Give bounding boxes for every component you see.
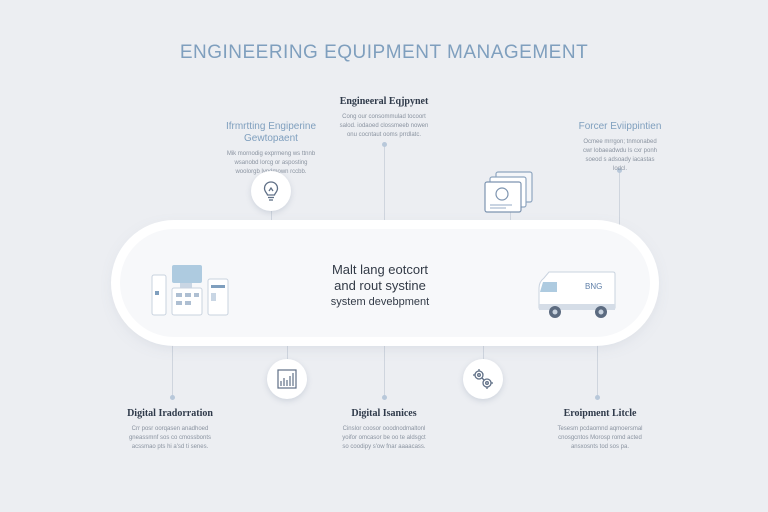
connector-line — [510, 212, 511, 229]
connector-dot — [617, 168, 622, 173]
connector-line — [384, 145, 385, 229]
block-text-line: Cinslor coosor ooodnodmaltonl — [342, 426, 426, 432]
block-heading: Eroipment Litcle — [563, 408, 637, 419]
block-heading: Ifrmrtting Engiperine Gewtopaent — [206, 121, 336, 145]
block-heading: Digital Isanices — [351, 408, 417, 419]
connector-dot — [382, 142, 387, 147]
block-text-line: cwr lobaeadwdu ls cxr ponh — [582, 148, 658, 154]
central-text-line: system devebpment — [330, 296, 430, 308]
connector-line — [483, 337, 484, 359]
block-text-line: Tesesm pcdaomnd aqmoersmal — [557, 426, 643, 432]
block-text-line: Ocmee mrrgon; tnmonabed — [583, 139, 657, 145]
block-heading-line: Ifrmrtting Engiperine — [225, 121, 317, 132]
block-text-line: ansxosnts tod sos pa. — [570, 444, 630, 450]
connector-dot — [595, 395, 600, 400]
bar-chart-icon — [267, 359, 307, 399]
central-text-line: Malt lang eotcort — [331, 262, 429, 277]
documents-icon — [482, 170, 538, 221]
connector-dot — [170, 395, 175, 400]
central-description: Malt lang eotcort and rout systine syste… — [280, 262, 480, 310]
connector-line — [287, 337, 288, 359]
truck-icon: BNG — [535, 270, 617, 327]
factory-machine-icon — [150, 263, 230, 322]
block-text-line: Cong our consommulad tocoort — [342, 114, 426, 120]
lightbulb-icon — [251, 171, 291, 211]
diagram-title: ENGINEERING EQUIPMENT MANAGEMENT — [179, 42, 589, 63]
truck-label: BNG — [585, 282, 602, 291]
block-heading: Digital Iradorration — [127, 408, 213, 419]
block-heading-line: Gewtopaent — [244, 133, 298, 144]
top-block-left: Ifrmrtting Engiperine Gewtopaent Mik mor… — [206, 121, 336, 177]
top-block-right: Forcer Eviippintien Ocmee mrrgon; tnmona… — [560, 121, 680, 174]
block-text-line: onu cocntaut ooms prrdlatc. — [346, 132, 422, 138]
bottom-block-right: Eroipment Litcle Tesesm pcdaomnd aqmoers… — [530, 408, 670, 452]
connector-line — [384, 337, 385, 397]
block-text-line: so coodipy s'ow fnar aaaacass. — [342, 444, 426, 450]
bottom-block-center: Digital Isanices Cinslor coosor ooodnodm… — [314, 408, 454, 452]
block-text-line: yoifor omcasor be oo te aldsgct — [342, 435, 426, 441]
gears-icon — [463, 359, 503, 399]
block-text-line: wsanobd lorcg or asposting — [234, 160, 308, 166]
block-text-line: lodcl. — [612, 166, 627, 172]
connector-line — [597, 337, 598, 397]
block-text-line: gneassmnf sos co cmossbonts — [128, 435, 212, 441]
block-text-line: soeod s adsoady iacastas — [585, 157, 655, 163]
top-block-center: Engineeral Eqjpynet Cong our consommulad… — [304, 96, 464, 140]
connector-line — [619, 172, 620, 235]
block-text-line: Crr posr oorqasen anadhoed — [131, 426, 209, 432]
block-text-line: acssmao pts hi a'sd ti senes. — [131, 444, 209, 450]
block-text-line: salod. iodaoed clossmeeb nowen — [339, 123, 429, 129]
block-heading: Engineeral Eqjpynet — [339, 96, 429, 107]
block-text-line: cnosgcntos Morosp romd acted — [558, 435, 642, 441]
block-heading: Forcer Eviippintien — [578, 121, 662, 132]
bottom-block-left: Digital Iradorration Crr posr oorqasen a… — [100, 408, 240, 452]
connector-dot — [382, 395, 387, 400]
block-text-line: Mik mornodig exprmeng ws ttnnb — [226, 151, 316, 157]
central-text-line: and rout systine — [334, 278, 426, 293]
connector-line — [172, 337, 173, 397]
